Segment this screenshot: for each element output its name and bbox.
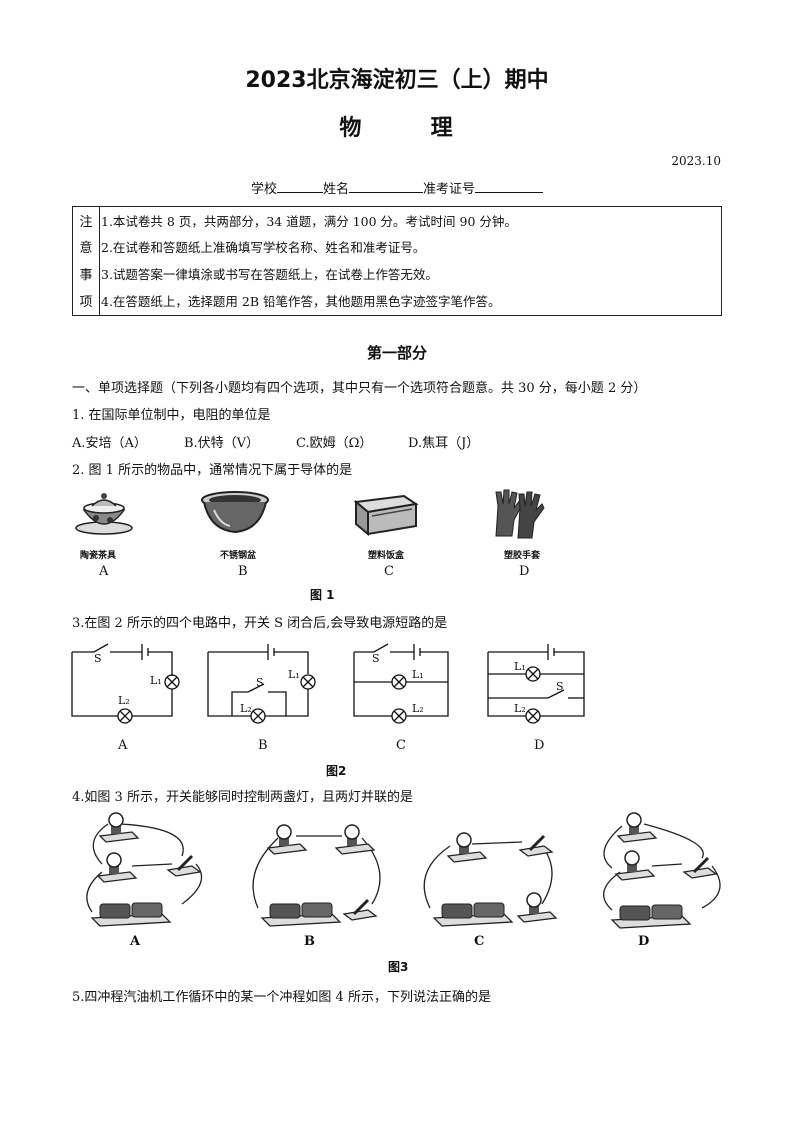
- circuit-a: [71, 643, 180, 724]
- stainless-steel-basin-icon: [201, 491, 269, 534]
- item-name-d: 塑胶手套: [504, 551, 541, 561]
- section-heading: 一、单项选择题（下列各小题均有四个选项，其中只有一个选项符合题意。共 30 分，…: [72, 381, 647, 396]
- notice-side-char: 项: [79, 295, 93, 310]
- label-l1: L₁: [412, 668, 424, 681]
- notice-item: 1.本试卷共 8 页，共两部分，34 道题，满分 100 分。考试时间 90 分…: [101, 214, 517, 229]
- exam-id-label: 准考证号: [423, 182, 476, 197]
- label-s: S: [94, 652, 102, 665]
- circuit-d: [487, 644, 585, 724]
- label-s: S: [372, 652, 380, 665]
- circuit-c: [353, 643, 449, 724]
- q4-stem: 4.如图 3 所示，开关能够同时控制两盏灯，且两灯并联的是: [72, 790, 413, 805]
- subject-char-1: 物: [339, 116, 364, 141]
- label-l2: L₂: [412, 702, 424, 715]
- notice-box: 注 意 事 项 1.本试卷共 8 页，共两部分，34 道题，满分 100 分。考…: [72, 206, 722, 316]
- circuit-3-letter-d: D: [638, 934, 650, 949]
- circuit-b: [207, 644, 316, 724]
- circuit-letter-b: B: [258, 738, 268, 753]
- rubber-gloves-icon: [495, 489, 545, 539]
- exam-id-blank[interactable]: [475, 180, 544, 193]
- label-l2: L₂: [240, 702, 252, 715]
- label-s: S: [256, 676, 264, 689]
- circuit-letter-a: A: [118, 738, 128, 753]
- figure-2-caption: 图2: [326, 764, 347, 778]
- exam-date: 2023.10: [671, 154, 721, 168]
- label-l2: L₂: [514, 702, 526, 715]
- circuit-3d: [603, 812, 721, 929]
- subject-char-2: 理: [430, 116, 455, 141]
- item-name-a: 陶瓷茶具: [80, 551, 117, 561]
- item-letter-c: C: [384, 564, 394, 579]
- circuit-3c: [423, 832, 557, 927]
- circuit-letter-c: C: [396, 738, 406, 753]
- item-name-b: 不锈钢盆: [220, 551, 257, 561]
- figure-1: 陶瓷茶具 A 不锈钢盆 B 塑料饭盒 C 塑胶手套 D 图 1: [72, 484, 552, 604]
- figure-2: S L₁ L₂ A S L₁ L₂ B S L₁ L₂ C: [71, 640, 592, 780]
- notice-item: 4.在答题纸上，选择题用 2B 铅笔作答，其他题用黑色字迹签字笔作答。: [101, 294, 501, 309]
- q5-stem: 5.四冲程汽油机工作循环中的某一个冲程如图 4 所示，下列说法正确的是: [72, 990, 491, 1005]
- label-s: S: [556, 680, 564, 693]
- subject-title: 物 理: [0, 110, 794, 142]
- item-letter-d: D: [519, 564, 530, 579]
- q1-option-b[interactable]: B.伏特（V）: [184, 436, 260, 451]
- notice-item: 3.试题答案一律填涂或书写在答题纸上，在试卷上作答无效。: [101, 267, 438, 282]
- figure-3-caption: 图3: [388, 960, 409, 974]
- item-letter-a: A: [99, 564, 109, 579]
- circuit-3-letter-c: C: [474, 934, 485, 949]
- q2-stem: 2. 图 1 所示的物品中，通常情况下属于导体的是: [72, 463, 353, 478]
- notice-side: 注 意 事 项: [73, 207, 100, 315]
- circuit-3-letter-a: A: [130, 934, 141, 949]
- item-letter-b: B: [238, 564, 248, 579]
- q1-option-c[interactable]: C.欧姆（Ω）: [296, 436, 373, 451]
- notice-side-char: 意: [79, 241, 93, 256]
- q1-option-a[interactable]: A.安培（A）: [72, 436, 147, 451]
- label-l1: L₁: [288, 668, 300, 681]
- circuit-letter-d: D: [534, 738, 545, 753]
- label-l1: L₁: [150, 674, 162, 687]
- circuit-3b: [252, 824, 381, 927]
- circuit-3-letter-b: B: [304, 934, 315, 949]
- figure-1-caption: 图 1: [310, 588, 335, 602]
- label-l1: L₁: [514, 660, 526, 673]
- student-info-line: 学校 姓名 准考证号: [0, 178, 794, 197]
- page-title: 2023北京海淀初三（上）期中: [245, 68, 549, 93]
- q1-stem: 1. 在国际单位制中，电阻的单位是: [72, 408, 271, 423]
- part-title: 第一部分: [366, 344, 427, 362]
- name-blank[interactable]: [349, 180, 423, 193]
- figure-3: A B C D 图3: [72, 812, 722, 977]
- name-label: 姓名: [322, 182, 349, 197]
- q1-option-d[interactable]: D.焦耳（J）: [408, 436, 480, 451]
- circuit-3a: [86, 812, 203, 927]
- school-blank[interactable]: [276, 180, 323, 193]
- q3-stem: 3.在图 2 所示的四个电路中，开关 S 闭合后,会导致电源短路的是: [72, 616, 448, 631]
- notice-side-char: 注: [79, 215, 93, 230]
- label-l2: L₂: [118, 694, 130, 707]
- figure-3-circuits: [86, 812, 721, 929]
- item-name-c: 塑料饭盒: [368, 551, 405, 561]
- school-label: 学校: [250, 182, 277, 197]
- notice-item: 2.在试卷和答题纸上准确填写学校名称、姓名和准考证号。: [101, 240, 426, 255]
- ceramic-tea-set-icon: [75, 493, 133, 535]
- plastic-lunch-box-icon: [353, 494, 419, 537]
- notice-side-char: 事: [79, 268, 93, 283]
